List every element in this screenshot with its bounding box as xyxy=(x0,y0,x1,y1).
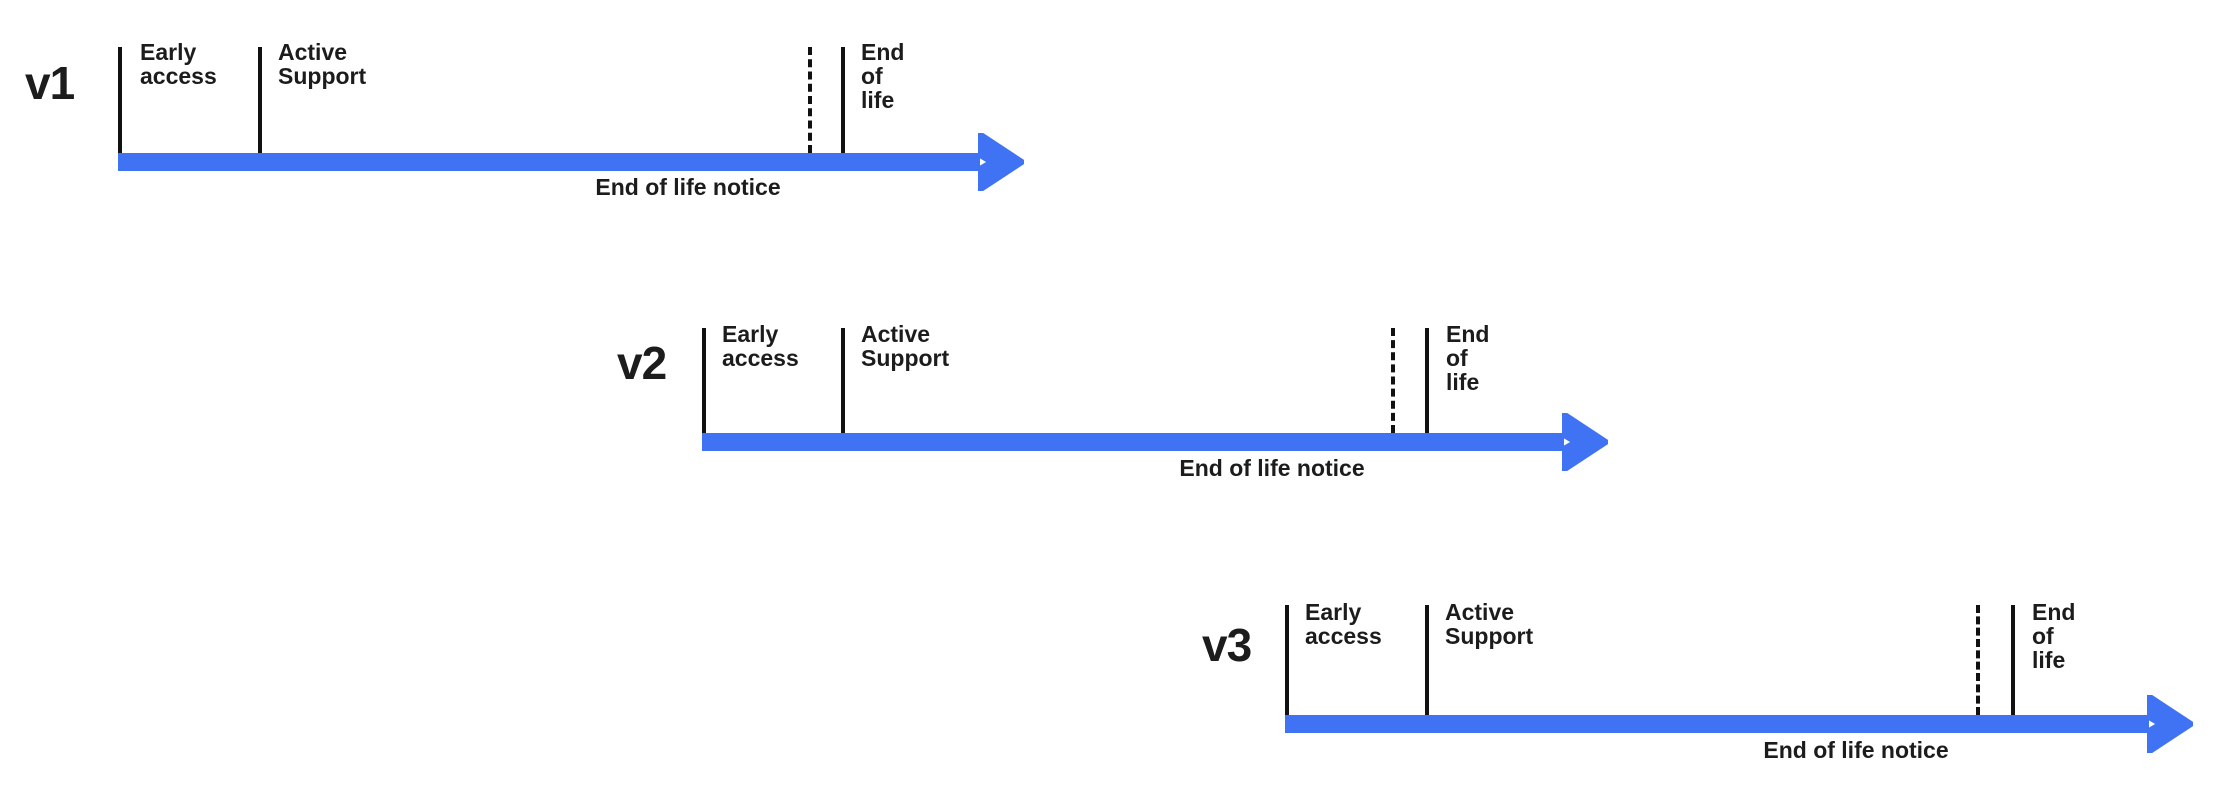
phase-divider-3 xyxy=(2011,605,2015,715)
timeline-arrow-shaft xyxy=(118,153,980,171)
phase-label-2: Active Support xyxy=(278,39,367,90)
phase-label-3: End of life xyxy=(2032,599,2076,674)
version-label-v2: v2 xyxy=(617,337,667,389)
phase-label-2: Active Support xyxy=(1445,599,1534,650)
phase-divider-1 xyxy=(1285,605,1289,715)
phase-divider-1 xyxy=(702,328,706,433)
phase-divider-2 xyxy=(841,328,845,433)
phase-divider-2 xyxy=(258,47,262,153)
timeline-arrow-head xyxy=(1562,409,1612,476)
phase-divider-3 xyxy=(1425,328,1429,433)
version-label-v1: v1 xyxy=(25,57,75,109)
timeline-arrow-head xyxy=(978,129,1028,196)
end-of-life-notice-marker xyxy=(1976,605,1980,715)
timeline-arrow-shaft xyxy=(702,433,1564,451)
version-label-v3: v3 xyxy=(1202,619,1252,671)
end-of-life-notice-label: End of life notice xyxy=(595,174,781,200)
phase-label-1: Early access xyxy=(140,39,217,90)
end-of-life-notice-marker xyxy=(1391,328,1395,433)
phase-divider-3 xyxy=(841,47,845,153)
phase-label-1: Early access xyxy=(722,321,799,372)
phase-divider-1 xyxy=(118,47,122,153)
timeline-arrow-head xyxy=(2147,691,2197,758)
phase-divider-2 xyxy=(1425,605,1429,715)
end-of-life-notice-label: End of life notice xyxy=(1763,737,1949,763)
end-of-life-notice-marker xyxy=(808,47,812,153)
phase-label-1: Early access xyxy=(1305,599,1382,650)
phase-label-2: Active Support xyxy=(861,321,950,372)
end-of-life-notice-label: End of life notice xyxy=(1179,455,1365,481)
phase-label-3: End of life xyxy=(1446,321,1490,396)
timeline-arrow-shaft xyxy=(1285,715,2149,733)
phase-label-3: End of life xyxy=(861,39,905,114)
